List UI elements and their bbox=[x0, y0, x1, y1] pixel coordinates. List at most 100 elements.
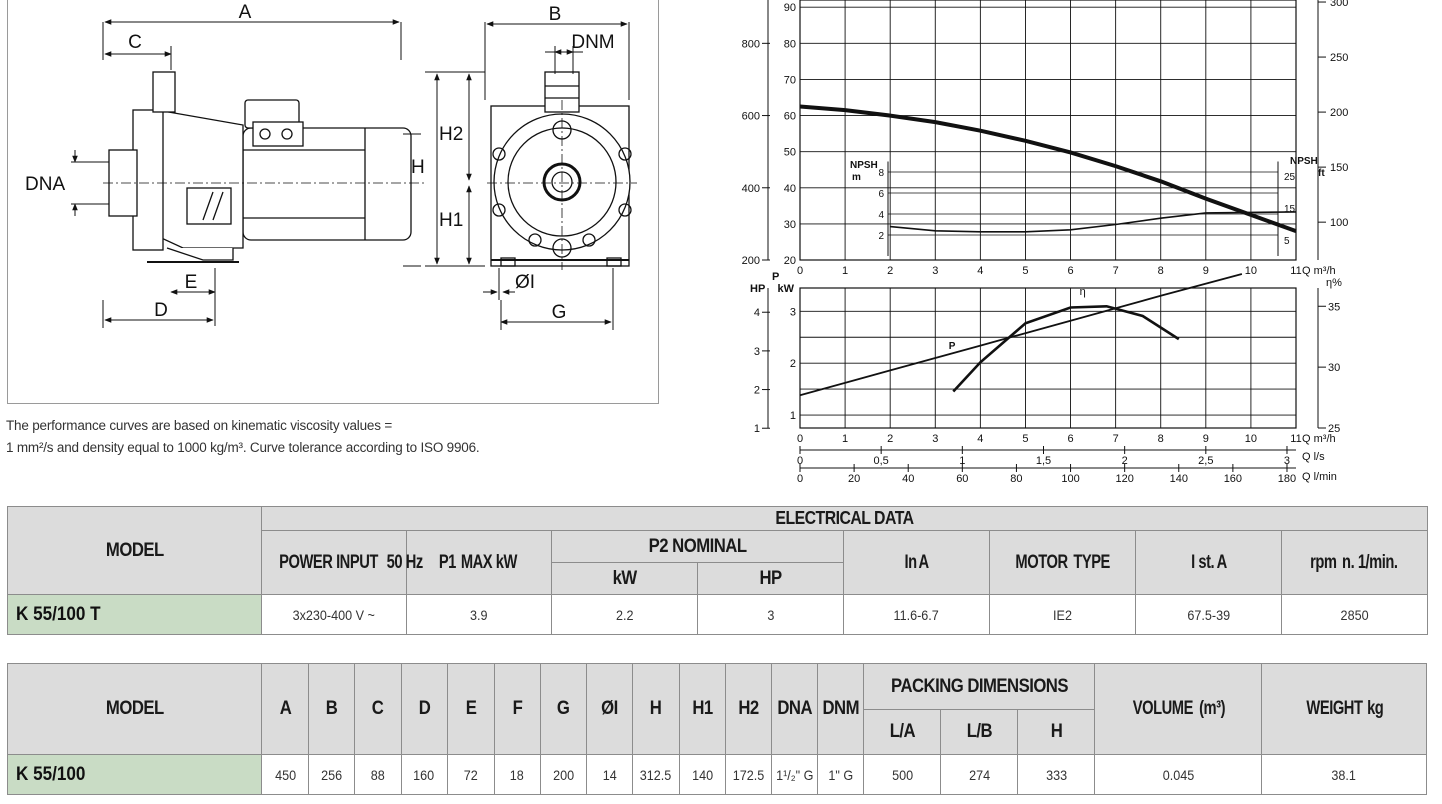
efficiency-curve-label: η bbox=[1080, 286, 1086, 298]
x-tick-label: 10 bbox=[1245, 265, 1257, 277]
x-tick-label: 9 bbox=[1203, 265, 1209, 277]
power-curve bbox=[799, 273, 1243, 397]
hp-axis-label: HP bbox=[750, 283, 765, 295]
x-tick-label: 1 bbox=[842, 433, 848, 445]
dim-label-a: A bbox=[239, 2, 252, 23]
npsh-left-tick-label: 6 bbox=[878, 189, 884, 200]
x-tick-label: 3 bbox=[932, 265, 938, 277]
col-header-d: D bbox=[400, 663, 448, 755]
dim-h-cell: 312.5 bbox=[631, 754, 680, 795]
viscosity-note-line1: The performance curves are based on kine… bbox=[6, 418, 393, 433]
packing-lb-header: L/B bbox=[940, 709, 1019, 755]
y-tick-label: 3 bbox=[790, 306, 796, 318]
dim-label-h: H bbox=[411, 157, 425, 178]
packing-lb-cell: 274 bbox=[940, 754, 1019, 795]
model-header: MODEL bbox=[7, 506, 262, 595]
efficiency-curve bbox=[952, 304, 1180, 393]
npsh-left-label: NPSH bbox=[850, 160, 878, 171]
y-tick-label: 20 bbox=[784, 255, 796, 267]
dim-a-cell: 450 bbox=[261, 754, 310, 795]
x-tick-label: 1 bbox=[842, 265, 848, 277]
right-tick-label: 200 bbox=[1330, 107, 1348, 119]
hp-tick-label: 1 bbox=[754, 423, 760, 435]
weight-cell: 38.1 bbox=[1260, 754, 1428, 795]
table-row: K 55/100 T 3x230-400 V ~ 3.9 2.2 3 11.6-… bbox=[7, 594, 1428, 635]
head-curve bbox=[799, 104, 1297, 233]
npsh-left-tick-label: 2 bbox=[878, 231, 884, 242]
head-plot-frame bbox=[799, 0, 1297, 261]
npsh-right-tick-label: 5 bbox=[1284, 236, 1290, 247]
x-tick-label: 4 bbox=[977, 265, 983, 277]
right-tick-label: 150 bbox=[1330, 162, 1348, 174]
dim-label-b: B bbox=[549, 4, 562, 25]
x-tick-label: 10 bbox=[1245, 433, 1257, 445]
packing-h-cell: 333 bbox=[1017, 754, 1096, 795]
q-ls-tick-label: 0,5 bbox=[874, 455, 889, 467]
dim-b-cell: 256 bbox=[308, 754, 356, 795]
q-lmin-tick-label: 60 bbox=[956, 473, 968, 485]
q-lmin-tick-label: 40 bbox=[902, 473, 914, 485]
pump-dimension-drawing: A C B DNM H H2 H1 DNA E D ØI G bbox=[25, 2, 637, 330]
dim-d-cell: 160 bbox=[400, 754, 448, 795]
q-ls-axis-label: Q l/s bbox=[1302, 451, 1325, 463]
hp-tick-label: 4 bbox=[754, 307, 760, 319]
hp-tick-label: 3 bbox=[754, 346, 760, 358]
x-tick-label: 4 bbox=[977, 433, 983, 445]
col-header-a: A bbox=[261, 663, 310, 755]
q-lmin-tick-label: 20 bbox=[848, 473, 860, 485]
p2-nominal-header: P2 NOMINAL bbox=[551, 530, 844, 563]
p1-cell: 3.9 bbox=[406, 594, 552, 635]
x-tick-label: 7 bbox=[1113, 265, 1119, 277]
npsh-left-unit: m bbox=[852, 172, 861, 183]
dim-label-g: G bbox=[552, 302, 567, 323]
p2-hp-cell: 3 bbox=[697, 594, 844, 635]
dim-c-cell: 88 bbox=[354, 754, 402, 795]
y-tick-label: 80 bbox=[784, 38, 796, 50]
viscosity-note-line2: 1 mm²/s and density equal to 1000 kg/m³.… bbox=[6, 440, 480, 455]
volume-cell: 0.045 bbox=[1094, 754, 1262, 795]
power-symbol-label: P bbox=[772, 271, 779, 283]
dim-label-h1: H1 bbox=[439, 210, 463, 231]
q-lmin-tick-label: 80 bbox=[1010, 473, 1022, 485]
x-tick-label: 7 bbox=[1113, 433, 1119, 445]
x-tick-label: 0 bbox=[797, 433, 803, 445]
power-unit-label: kW bbox=[778, 283, 795, 295]
col-header-f: F bbox=[493, 663, 541, 755]
npsh-left-tick-label: 4 bbox=[878, 210, 884, 221]
dim-label-oi: ØI bbox=[515, 272, 535, 293]
dim-f-cell: 18 bbox=[493, 754, 541, 795]
power-curve-label: P bbox=[949, 341, 956, 352]
y-tick-label: 2 bbox=[790, 358, 796, 370]
dimensions-table: MODEL A B C D E F G ØI H H1 H2 DNA DNM P… bbox=[6, 663, 1428, 795]
x-tick-label: 6 bbox=[1067, 433, 1073, 445]
q-lmin-axis-label: Q l/min bbox=[1302, 471, 1337, 483]
volume-header: VOLUME(m³) bbox=[1094, 663, 1262, 755]
dim-label-h2: H2 bbox=[439, 124, 463, 145]
x-tick-label: 11 bbox=[1290, 433, 1301, 445]
y-tick-label: 1 bbox=[790, 410, 796, 422]
col-header-b: B bbox=[308, 663, 356, 755]
q-ls-tick-label: 2,5 bbox=[1198, 455, 1213, 467]
npsh-left-tick-label: 8 bbox=[878, 168, 884, 179]
x-tick-label: 2 bbox=[887, 433, 893, 445]
dim-label-dna: DNA bbox=[25, 174, 65, 195]
packing-la-header: L/A bbox=[863, 709, 942, 755]
col-header-e: E bbox=[446, 663, 495, 755]
x-tick-label: 3 bbox=[932, 433, 938, 445]
npsh-right-tick-label: 15 bbox=[1284, 204, 1296, 215]
x-tick-label: 0 bbox=[797, 265, 803, 277]
q-lmin-tick-label: 160 bbox=[1224, 473, 1242, 485]
right-tick-label: 100 bbox=[1330, 217, 1348, 229]
outer-tick-label: 600 bbox=[742, 111, 760, 123]
x-tick-label: 8 bbox=[1158, 433, 1164, 445]
in-cell: 11.6-6.7 bbox=[843, 594, 990, 635]
q-lmin-tick-label: 140 bbox=[1170, 473, 1188, 485]
x-tick-label: 5 bbox=[1022, 265, 1028, 277]
dim-label-e: E bbox=[185, 272, 198, 293]
efficiency-tick-label: 25 bbox=[1328, 423, 1340, 435]
x-tick-label: 8 bbox=[1158, 265, 1164, 277]
q-ls-tick-label: 0 bbox=[797, 455, 803, 467]
model-header: MODEL bbox=[6, 663, 263, 755]
